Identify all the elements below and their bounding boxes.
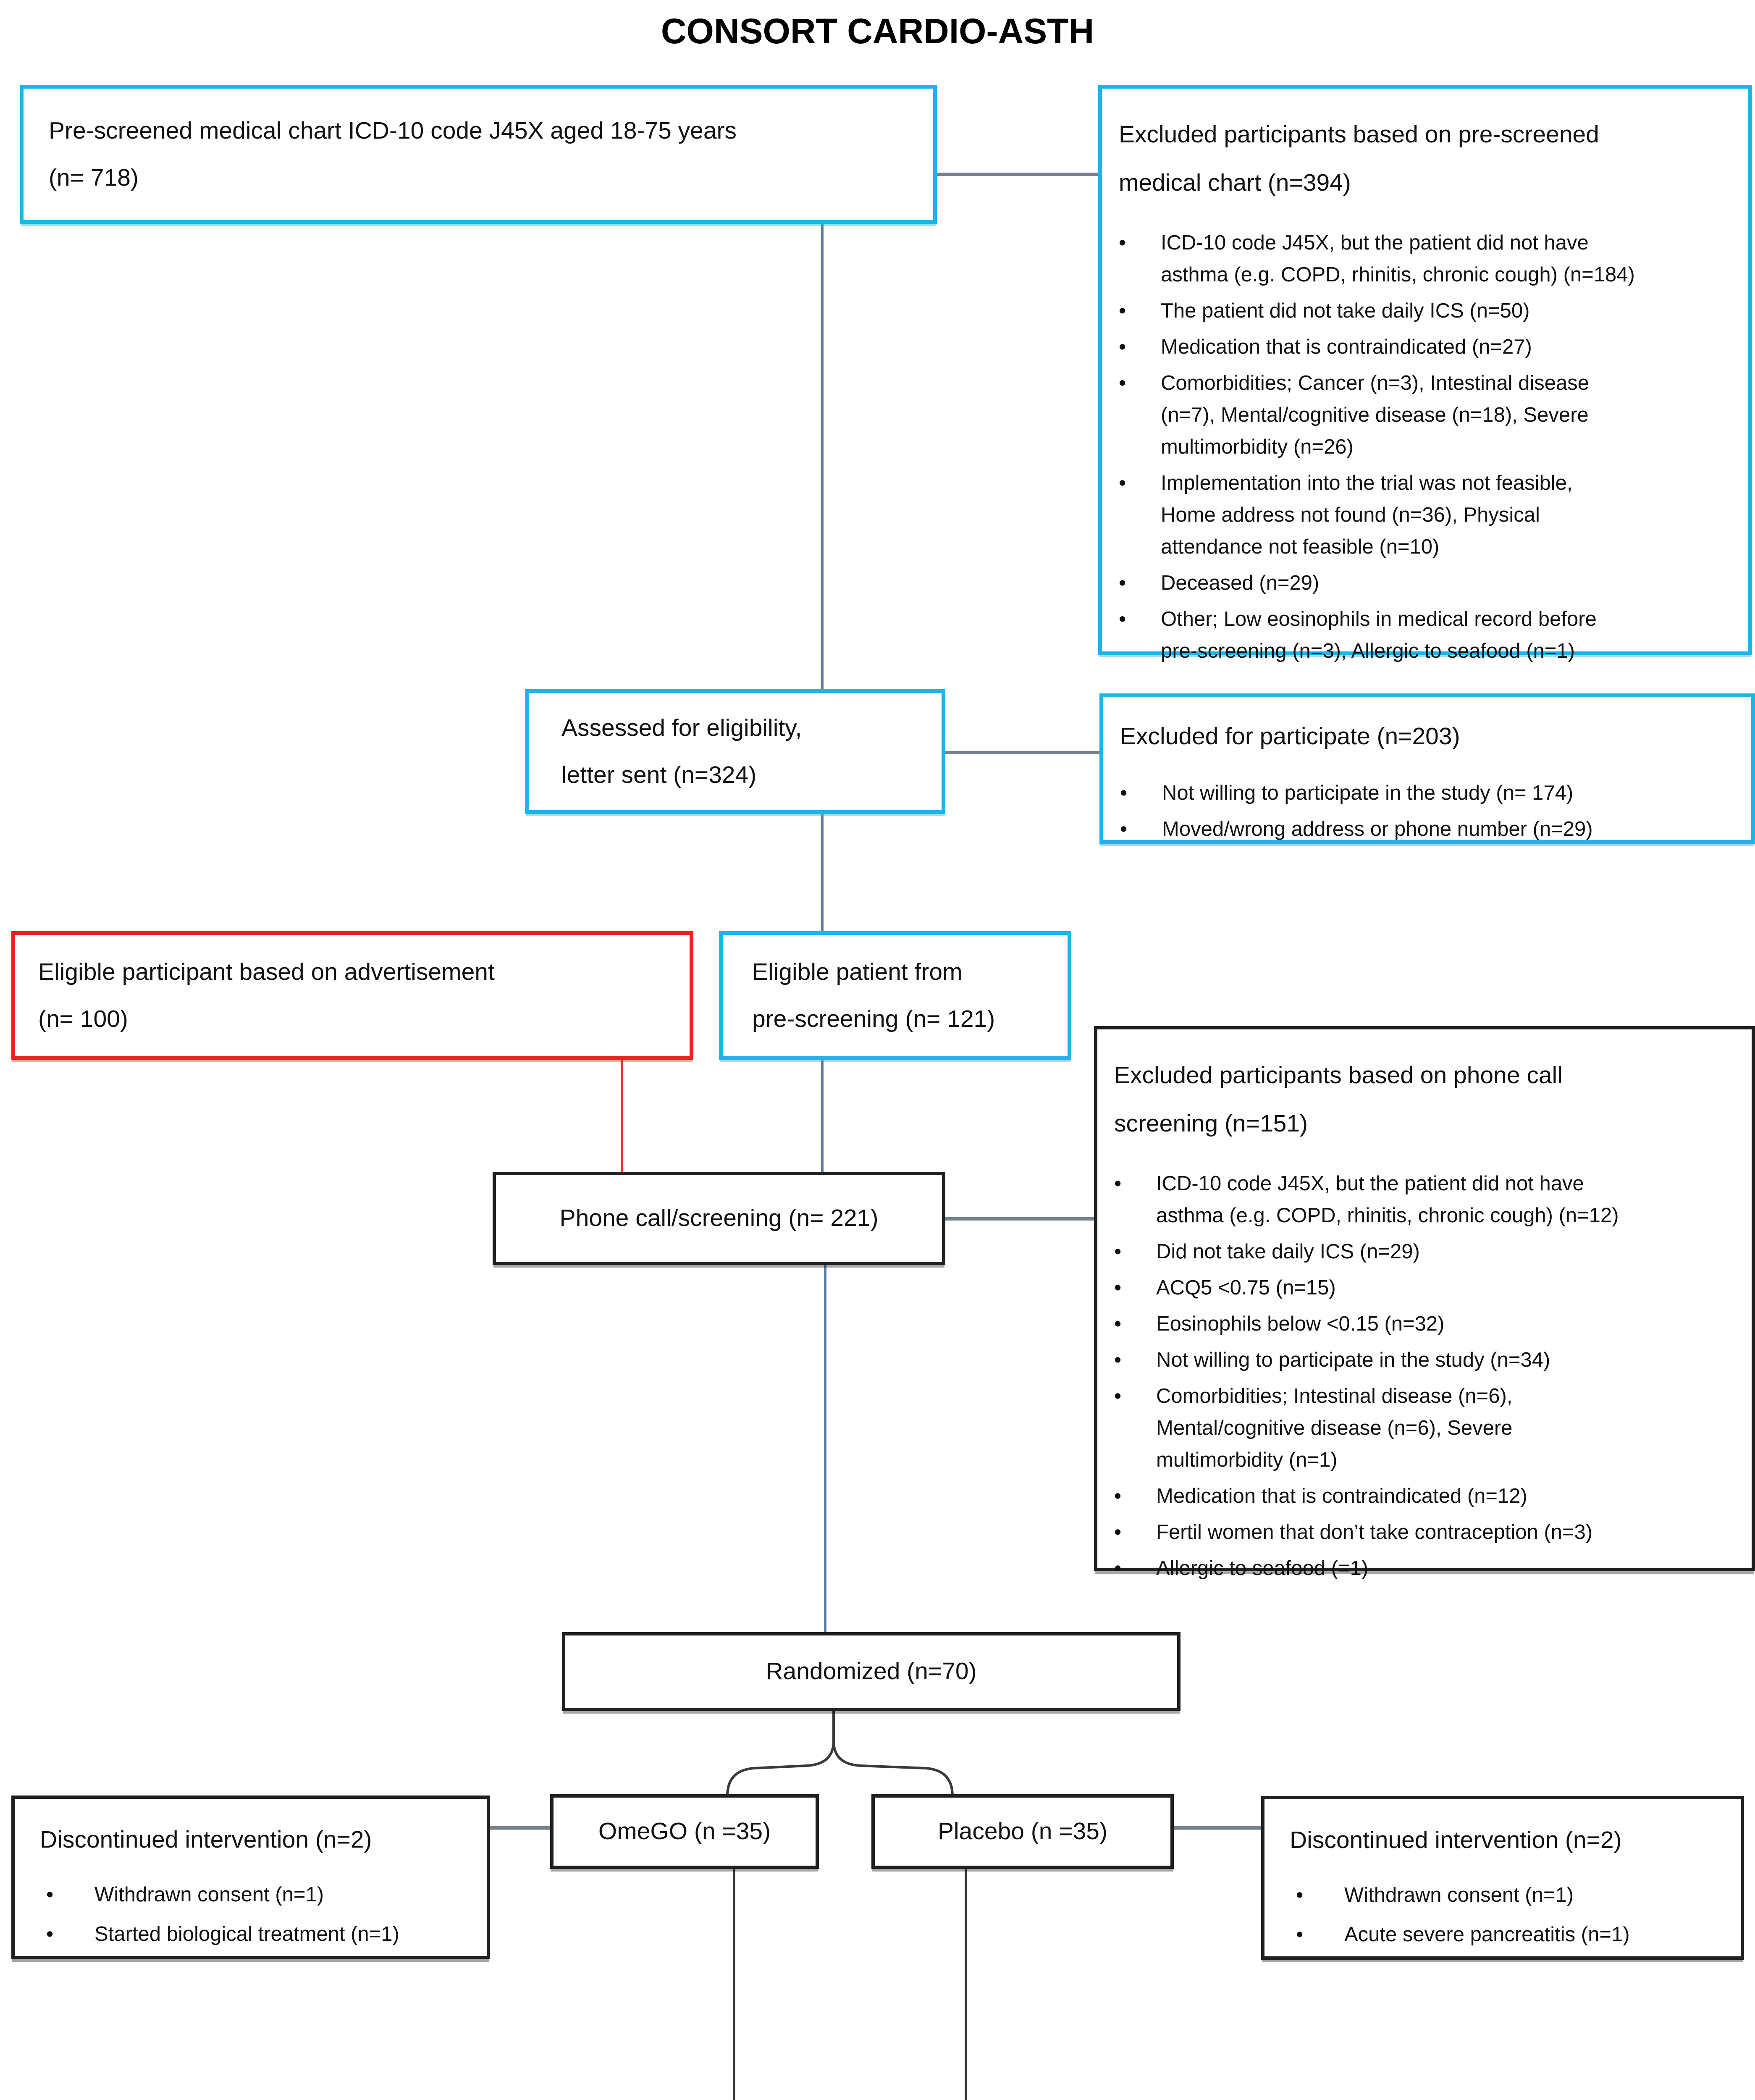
- bullet-list: ICD-10 code J45X, but the patient did no…: [1097, 1168, 1752, 1588]
- bullet-item: Moved/wrong address or phone number (n=2…: [1103, 814, 1739, 845]
- bullet-item: Medication that is contraindicated (n=27…: [1102, 331, 1736, 363]
- node-placebo-arm: Placebo (n =35): [871, 1794, 1174, 1869]
- bullet-item: Other; Low eosinophils in medical record…: [1102, 604, 1736, 667]
- bullet-item: Not willing to participate in the study …: [1103, 777, 1739, 809]
- node-excluded-participate: Excluded for participate (n=203) Not wil…: [1099, 693, 1755, 845]
- bullet-item: Fertil women that don’t take contracepti…: [1097, 1517, 1739, 1549]
- node-text: Phone call/screening (n= 221): [559, 1205, 879, 1232]
- node-excluded-prescreen: Excluded participants based on pre-scree…: [1098, 85, 1752, 662]
- node-assessed-eligibility: Assessed for eligibility, letter sent (n…: [525, 689, 945, 814]
- node-pre-screened-chart: Pre-screened medical chart ICD-10 code J…: [20, 85, 937, 224]
- node-title: Excluded participants based on phone cal…: [1114, 1062, 1563, 1137]
- node-text: Assessed for eligibility, letter sent (n…: [561, 714, 802, 788]
- bullet-item: Did not take daily ICS (n=29): [1097, 1236, 1739, 1268]
- node-title: Excluded for participate (n=203): [1120, 723, 1460, 750]
- bullet-item: Withdrawn consent (n=1): [15, 1879, 474, 1911]
- bullet-item: Allergic to seafood (=1): [1097, 1553, 1739, 1585]
- bullet-item: Eosinophils below <0.15 (n=32): [1097, 1308, 1739, 1340]
- node-text: Randomized (n=70): [766, 1658, 977, 1685]
- node-discontinued-omego: Discontinued intervention (n=2) Withdraw…: [11, 1796, 490, 1959]
- node-title: Discontinued intervention (n=2): [1290, 1827, 1622, 1853]
- bullet-list: Withdrawn consent (n=1) Acute severe panc…: [1264, 1880, 1741, 1958]
- node-text: OmeGO (n =35): [598, 1818, 771, 1845]
- bullet-item: Started biological treatment (n=1): [15, 1919, 474, 1950]
- bullet-item: The patient did not take daily ICS (n=50…: [1102, 295, 1736, 327]
- node-eligible-prescreening: Eligible patient from pre-screening (n= …: [719, 931, 1071, 1060]
- node-text: Placebo (n =35): [937, 1818, 1107, 1845]
- bullet-list: ICD-10 code J45X, but the patient did no…: [1102, 227, 1748, 671]
- bullet-item: Acute severe pancreatitis (n=1): [1264, 1919, 1728, 1951]
- node-text: Eligible patient from pre-screening (n= …: [752, 958, 995, 1032]
- bullet-item: Medication that is contraindicated (n=12…: [1097, 1480, 1739, 1512]
- node-excluded-phone-screening: Excluded participants based on phone cal…: [1094, 1026, 1755, 1584]
- bullet-item: ICD-10 code J45X, but the patient did no…: [1102, 227, 1736, 291]
- node-text: Pre-screened medical chart ICD-10 code J…: [49, 117, 737, 191]
- page-title: CONSORT CARDIO-ASTH: [661, 11, 1094, 51]
- node-title: Excluded participants based on pre-scree…: [1119, 121, 1599, 197]
- node-text: Eligible participant based on advertisem…: [38, 958, 495, 1032]
- node-eligible-advertisement: Eligible participant based on advertisem…: [11, 931, 693, 1060]
- bullet-item: Not willing to participate in the study …: [1097, 1344, 1739, 1376]
- node-randomized: Randomized (n=70): [562, 1632, 1180, 1711]
- node-discontinued-placebo: Discontinued intervention (n=2) Withdraw…: [1261, 1796, 1744, 1960]
- bullet-item: Implementation into the trial was not fe…: [1102, 467, 1736, 563]
- bullet-item: Deceased (n=29): [1102, 567, 1736, 599]
- bullet-list: Not willing to participate in the study …: [1103, 777, 1751, 850]
- node-title: Discontinued intervention (n=2): [40, 1826, 372, 1853]
- bullet-item: Comorbidities; Cancer (n=3), Intestinal …: [1102, 368, 1736, 463]
- node-phone-call-screening: Phone call/screening (n= 221): [493, 1172, 945, 1265]
- bullet-list: Withdrawn consent (n=1) Started biologica…: [15, 1879, 487, 1958]
- edge-randomized-to-placebo: [832, 1710, 954, 1796]
- bullet-item: ACQ5 <0.75 (n=15): [1097, 1272, 1739, 1304]
- edge-randomized-to-omego: [726, 1710, 835, 1796]
- bullet-item: Withdrawn consent (n=1): [1264, 1880, 1728, 1911]
- bullet-item: ICD-10 code J45X, but the patient did no…: [1097, 1168, 1739, 1232]
- node-omego-arm: OmeGO (n =35): [550, 1794, 819, 1869]
- bullet-item: Comorbidities; Intestinal disease (n=6),…: [1097, 1381, 1739, 1476]
